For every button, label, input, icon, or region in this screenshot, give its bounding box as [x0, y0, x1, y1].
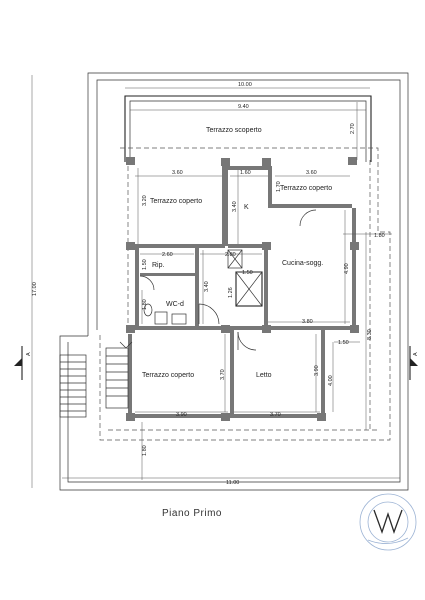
drawing-title: Piano Primo	[162, 508, 222, 519]
dim-3-80: 3.80	[302, 319, 313, 325]
room-cucina: Cucina-sogg.	[282, 260, 323, 267]
interior-walls	[128, 166, 356, 418]
dim-1-80-right: 1.80	[374, 233, 385, 239]
room-terrazzo-coperto-sw: Terrazzo coperto	[142, 372, 194, 379]
dim-3-70-vert: 3.70	[220, 369, 226, 380]
room-rip: Rip.	[152, 262, 165, 269]
dim-1-50-upper: 1.50	[242, 270, 253, 276]
dim-2-80: 2.80	[225, 252, 236, 258]
dim-1-50-lower: 1.50	[338, 340, 349, 346]
dim-3-90-bottom: 3.90	[176, 412, 187, 418]
dimension-lines	[31, 75, 400, 488]
room-terrazzo-coperto-ne: Terrazzo coperto	[280, 185, 332, 192]
dim-3-70-bottom: 3.70	[270, 412, 281, 418]
dim-1-70: 1.70	[276, 181, 282, 192]
dim-1-80-bottom: 1.80	[142, 445, 148, 456]
door-swings	[139, 209, 317, 351]
section-letter-right: A	[413, 352, 419, 356]
terrace-uncovered-outline	[124, 95, 372, 162]
room-wc: WC-d	[166, 301, 184, 308]
dim-1-50-rip: 1.50	[142, 259, 148, 270]
dim-1-26: 1.26	[228, 287, 234, 298]
dim-3-60-right: 3.60	[306, 170, 317, 176]
dim-9-40: 9.40	[238, 104, 249, 110]
room-terrazzo-coperto-nw: Terrazzo coperto	[150, 198, 202, 205]
section-marker-left	[14, 346, 23, 380]
dim-4-90: 4.90	[344, 263, 350, 274]
dim-3-20: 3.20	[142, 195, 148, 206]
wc-fixtures	[143, 303, 187, 325]
dim-4-00-vert: 4.00	[328, 375, 334, 386]
section-marker-right	[409, 346, 418, 380]
room-letto: Letto	[256, 372, 272, 379]
dim-1-80-wc: 1.80	[142, 299, 148, 310]
dim-3-60-left: 3.60	[172, 170, 183, 176]
dim-1-60: 1.60	[240, 170, 251, 176]
dim-2-70: 2.70	[350, 123, 356, 134]
lot-boundary	[59, 72, 409, 491]
section-letter-left: A	[26, 352, 32, 356]
room-k: K	[244, 204, 249, 211]
room-terrazzo-scoperto: Terrazzo scoperto	[206, 127, 262, 134]
dim-3-40-wc: 3.40	[204, 281, 210, 292]
dim-17-00: 17.00	[32, 282, 38, 296]
dim-3-90-vert: 3.90	[314, 365, 320, 376]
signature-stamp	[359, 493, 417, 551]
dim-10-00: 10.00	[238, 82, 252, 88]
dim-3-40: 3.40	[232, 201, 238, 212]
dim-8-30: 8.30	[367, 329, 373, 340]
dim-2-60: 2.60	[162, 252, 173, 258]
roof-outline-dashed	[99, 147, 391, 441]
staircase	[59, 341, 133, 418]
dim-11-00: 11.00	[226, 480, 239, 486]
